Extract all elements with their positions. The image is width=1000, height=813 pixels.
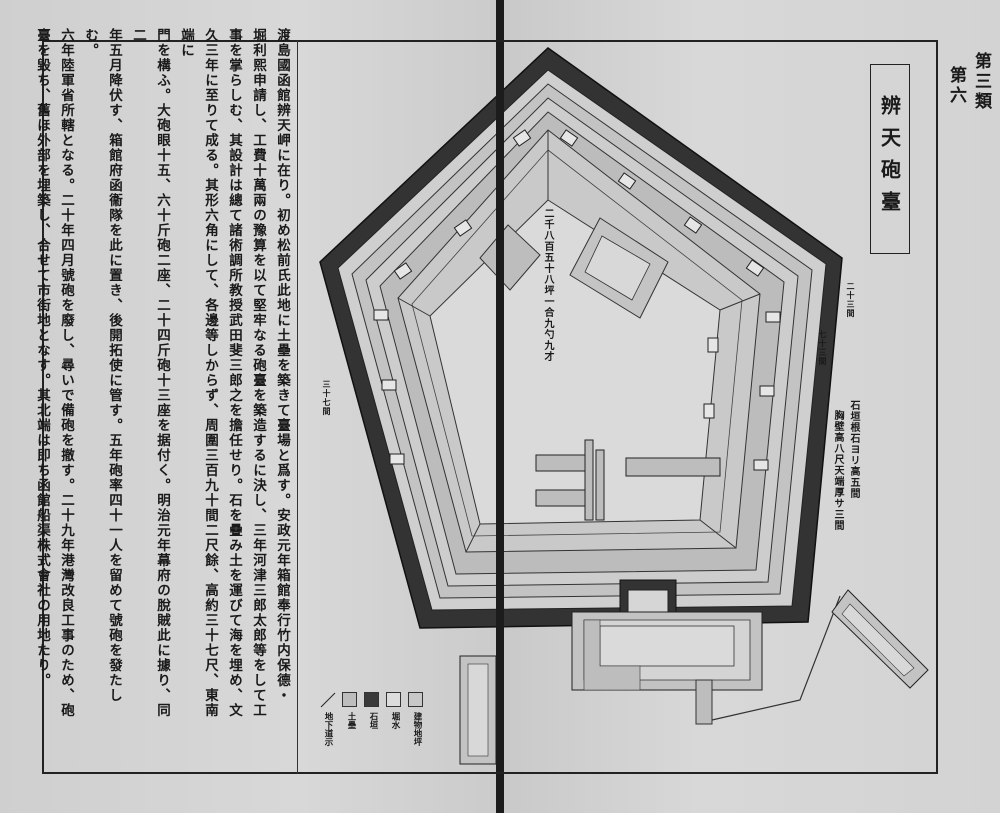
embrasure — [381, 379, 397, 391]
detached-outwork-inner — [841, 603, 915, 677]
embrasure — [512, 129, 532, 147]
embrasure — [765, 311, 781, 323]
embrasure — [373, 309, 389, 321]
legend-swatch-earthwork — [342, 692, 357, 707]
body-column: 事を掌らしむ、其設計は總て諸術調所教授武田斐三郎之を擔任せり。石を疊み土を運びて… — [226, 28, 242, 718]
edge-annotation: 二十三間 — [846, 282, 856, 318]
body-column: 年五月降伏す、箱館府函衞隊を此に置き、後開拓使に管す。五年砲率四十一人を留めて號… — [82, 28, 122, 703]
text-panel — [42, 40, 298, 774]
gate-walls — [583, 619, 641, 691]
traverse-4 — [465, 523, 481, 553]
number-label: 第六 — [946, 66, 966, 106]
body-column: 堀利煕申請し、工費十萬兩の豫算を以て堅牢なる砲臺を築造するに決し、三年河津三郎太… — [250, 28, 266, 718]
embrasure — [759, 385, 775, 397]
body-column: 久三年に至りて成る。其形六角にして、各邊等しからず、周圍三百九十間二尺餘、高約三… — [178, 28, 218, 718]
gate-court — [599, 625, 735, 667]
legend-label: 堀水 — [390, 712, 400, 729]
embrasure — [393, 262, 413, 280]
embrasure — [453, 219, 473, 237]
embrasures — [373, 129, 781, 471]
section-header: 第三類 第六 — [944, 52, 994, 112]
edge-annotation: 三十七間 — [322, 380, 332, 416]
category-label: 第三類 — [971, 52, 991, 112]
body-text: 渡島國函館辨天岬に在り。初め松前氏此地に土壘を築きて臺場と爲す。安政元年箱館奉行… — [34, 28, 294, 718]
embrasure — [617, 172, 637, 190]
legend-swatch-moat — [386, 692, 401, 707]
buildings — [535, 439, 721, 521]
traverse-3 — [397, 297, 431, 317]
dimension-annotation: 胸壁高八尺天端厚サ三間 — [832, 410, 843, 531]
magazine-ne-inner — [584, 235, 651, 301]
page-title: 辨天砲臺 — [877, 95, 902, 223]
embrasure — [753, 459, 769, 471]
embrasure — [559, 129, 579, 147]
title-box: 辨天砲臺 — [870, 64, 910, 254]
embrasure — [683, 216, 703, 234]
left-outwork-inner — [467, 663, 489, 757]
page-frame — [42, 40, 938, 774]
map-legend: 地下道示 土壘 石垣 堀水 建物地坪 — [320, 692, 430, 752]
underground-line-symbol — [320, 692, 336, 708]
body-column: 臺を毀ち、舊ほ外部を埋築し、合せて市街地となす。其北端は即ち函館船渠株式會社の用… — [34, 28, 50, 688]
perimeter-annotation: 二千八百五十八坪一合九勺九才 — [542, 208, 553, 362]
embrasure — [707, 337, 719, 353]
legend-label: 建物地坪 — [412, 712, 422, 746]
legend-label: 土壘 — [346, 712, 356, 729]
causeway — [695, 679, 713, 725]
body-column: 六年陸軍省所轄となる。二十年四月號砲を廢し、尋いで備砲を撤す。二十九年港灣改良工… — [58, 28, 74, 718]
traverse-2 — [719, 293, 761, 311]
body-column: 門を構ふ。大砲眼十五、六十斤砲二座、二十四斤砲十三座を据付く。明治元年幕府の脫賊… — [130, 28, 170, 718]
dimension-annotation: 石垣根石ヨリ高五間 — [848, 400, 859, 499]
embrasure — [745, 259, 765, 277]
banquette-line — [411, 149, 743, 537]
body-column: 渡島國函館辨天岬に在り。初め松前氏此地に土壘を築きて臺場と爲す。安政元年箱館奉行… — [274, 28, 290, 703]
inner-bastion — [479, 224, 541, 291]
legend-label: 地下道示 — [323, 712, 333, 746]
embrasure — [389, 453, 405, 465]
causeway-line — [711, 595, 841, 721]
embrasure — [703, 403, 715, 419]
traverse-5 — [699, 519, 737, 549]
edge-annotation: 七十三間 — [818, 330, 828, 366]
legend-swatch-building — [408, 692, 423, 707]
building — [584, 439, 594, 521]
book-spine — [496, 0, 504, 813]
building — [625, 457, 721, 477]
legend-swatch-stonewall — [364, 692, 379, 707]
building — [595, 449, 605, 521]
legend-label: 石垣 — [368, 712, 378, 729]
